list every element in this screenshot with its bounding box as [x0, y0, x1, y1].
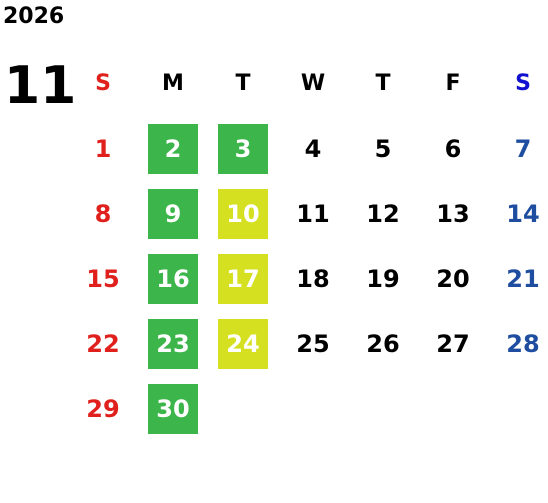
- weekday-header-tue: T: [235, 70, 251, 96]
- day-cell[interactable]: 12: [348, 189, 418, 239]
- day-cell[interactable]: 30: [138, 384, 208, 434]
- day-cell[interactable]: 27: [418, 319, 488, 369]
- day-number: 15: [86, 265, 120, 293]
- day-number: 5: [374, 135, 392, 163]
- day-number: 3: [234, 135, 252, 163]
- day-number: 28: [506, 330, 540, 358]
- day-number: 2: [164, 135, 182, 163]
- day-number: 27: [436, 330, 470, 358]
- highlight-yellow: [218, 319, 268, 369]
- day-cell[interactable]: 6: [418, 124, 488, 174]
- day-cell[interactable]: 20: [418, 254, 488, 304]
- highlight-green: [148, 319, 198, 369]
- day-number: 4: [304, 135, 322, 163]
- day-cell[interactable]: 21: [488, 254, 548, 304]
- weekday-header-sat: S: [515, 70, 531, 96]
- highlight-green: [218, 124, 268, 174]
- day-cell[interactable]: 4: [278, 124, 348, 174]
- day-number: 17: [226, 265, 260, 293]
- day-cell[interactable]: 9: [138, 189, 208, 239]
- day-number: 24: [226, 330, 260, 358]
- day-number: 23: [156, 330, 190, 358]
- highlight-yellow: [218, 189, 268, 239]
- day-cell[interactable]: 29: [68, 384, 138, 434]
- weekday-header-wed: W: [300, 70, 326, 96]
- day-cell[interactable]: 13: [418, 189, 488, 239]
- weekday-header-sun: S: [95, 70, 111, 96]
- highlight-green: [148, 384, 198, 434]
- day-number: 6: [444, 135, 462, 163]
- day-cell[interactable]: 2: [138, 124, 208, 174]
- day-number: 26: [366, 330, 400, 358]
- day-number: 22: [86, 330, 120, 358]
- weekday-header-thu: T: [375, 70, 391, 96]
- day-cell[interactable]: 3: [208, 124, 278, 174]
- day-cell[interactable]: 15: [68, 254, 138, 304]
- day-cell[interactable]: 16: [138, 254, 208, 304]
- day-cell[interactable]: 14: [488, 189, 548, 239]
- day-cell[interactable]: 25: [278, 319, 348, 369]
- day-number: 11: [296, 200, 330, 228]
- highlight-green: [148, 124, 198, 174]
- day-number: 10: [226, 200, 260, 228]
- weekday-header-mon: M: [162, 70, 184, 96]
- day-cell[interactable]: 1: [68, 124, 138, 174]
- weekday-header-fri: F: [445, 70, 461, 96]
- day-cell[interactable]: 28: [488, 319, 548, 369]
- day-cell[interactable]: 10: [208, 189, 278, 239]
- day-number: 14: [506, 200, 540, 228]
- highlight-green: [148, 189, 198, 239]
- day-cell[interactable]: 19: [348, 254, 418, 304]
- day-cell[interactable]: 5: [348, 124, 418, 174]
- day-cell[interactable]: 22: [68, 319, 138, 369]
- day-cell[interactable]: 23: [138, 319, 208, 369]
- day-number: 30: [156, 395, 190, 423]
- year-label: 2026: [3, 4, 65, 29]
- day-number: 13: [436, 200, 470, 228]
- day-cell[interactable]: 26: [348, 319, 418, 369]
- day-cell[interactable]: 7: [488, 124, 548, 174]
- day-number: 20: [436, 265, 470, 293]
- day-cell[interactable]: 8: [68, 189, 138, 239]
- day-cell[interactable]: 17: [208, 254, 278, 304]
- day-cell[interactable]: 18: [278, 254, 348, 304]
- day-number: 8: [94, 200, 112, 228]
- day-number: 21: [506, 265, 540, 293]
- day-number: 18: [296, 265, 330, 293]
- highlight-yellow: [218, 254, 268, 304]
- day-number: 16: [156, 265, 190, 293]
- day-number: 25: [296, 330, 330, 358]
- day-number: 1: [94, 135, 112, 163]
- day-number: 9: [164, 200, 182, 228]
- month-number: 11: [4, 56, 77, 116]
- day-cell[interactable]: 11: [278, 189, 348, 239]
- day-number: 7: [514, 135, 532, 163]
- day-number: 12: [366, 200, 400, 228]
- day-number: 19: [366, 265, 400, 293]
- highlight-green: [148, 254, 198, 304]
- day-cell[interactable]: 24: [208, 319, 278, 369]
- day-number: 29: [86, 395, 120, 423]
